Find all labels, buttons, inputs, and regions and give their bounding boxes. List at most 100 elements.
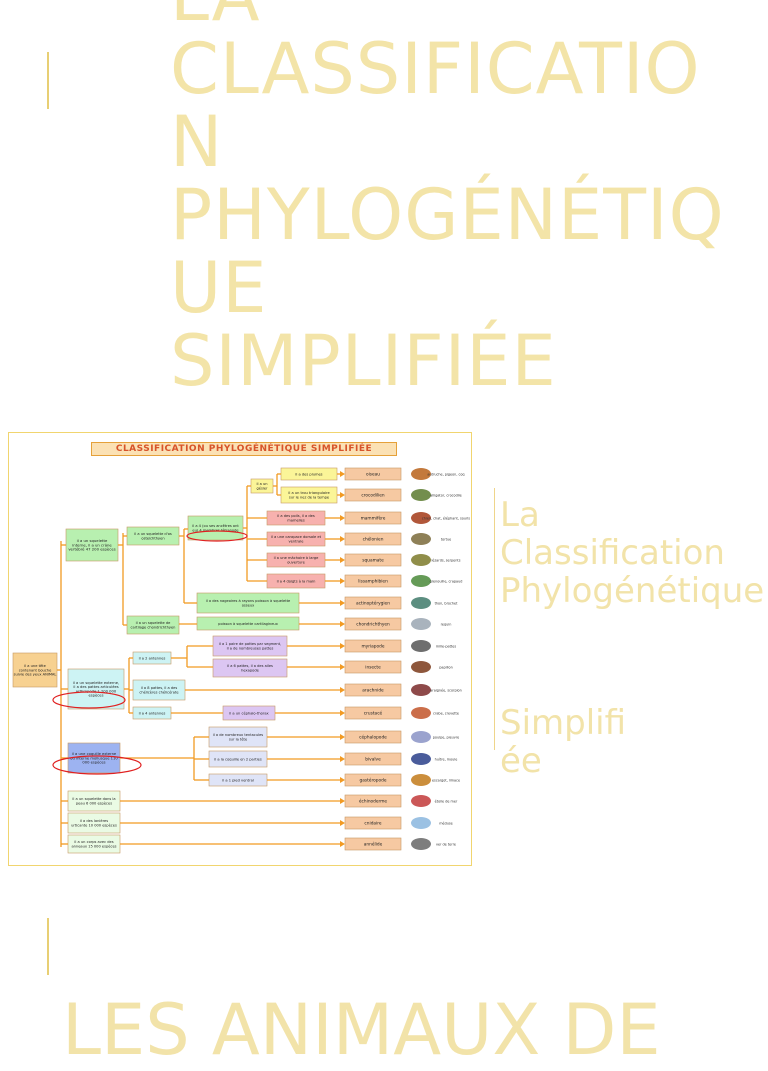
group-cnidaires-label: il a des lanières — [80, 819, 108, 823]
class-box-label: crocodilien — [361, 493, 385, 499]
animal-icon — [411, 468, 431, 480]
subgroup-ailes-label: hexapode — [241, 668, 260, 672]
animal-icon — [411, 707, 431, 719]
group-mollusques — [67, 742, 121, 774]
root-box-label: suivie des yeux ANIMAL — [14, 672, 57, 676]
class-example: chien, chat, éléphant, souris — [422, 517, 470, 521]
class-example: huître, moule — [435, 758, 458, 762]
class-example: thon, brochet — [435, 602, 459, 606]
class-box-label: insecte — [365, 665, 381, 671]
class-box-label: cnidaire — [364, 821, 382, 827]
subgroup-trou-label: il a un trou triangulaire — [288, 491, 330, 495]
class-example: ver de terre — [436, 843, 456, 847]
subgroup-tentacules-label: sur la tête — [229, 737, 248, 741]
subgroup-pattes1-label: il a 1 paire de pattes par segment, — [219, 642, 281, 646]
animal-icon — [411, 512, 431, 524]
animal-icon — [411, 817, 431, 829]
subgroup-gesier-label: gésier — [256, 486, 268, 490]
subgroup-trou-label: sur le nez de la tempe — [289, 495, 330, 499]
animal-icon — [411, 618, 431, 630]
tree-arrowhead — [340, 664, 345, 670]
group-annelides-label: il a un corps avec des — [74, 840, 113, 844]
subgroup-chondrichthyen-label: cartilage chondrichthyen — [131, 625, 176, 629]
subgroup-mue-label: ouverture — [287, 560, 305, 564]
subgroup-cephalothorax-label: il a un céphalo-thorax — [229, 711, 269, 715]
tree-arrowhead — [340, 471, 345, 477]
class-box-label: gastéropode — [360, 777, 387, 784]
subgroup-chelicerates-label: chélicères chélicérate — [139, 690, 179, 694]
class-example: alligator, crocodile — [430, 494, 461, 498]
class-example: requin — [441, 623, 452, 627]
bottom-accent-bar — [47, 918, 49, 975]
class-example: papillon — [439, 666, 452, 670]
animal-icon — [411, 554, 431, 566]
subgroup-gesier-label: il a un — [256, 482, 267, 486]
tree-arrowhead — [340, 515, 345, 521]
tree-arrowhead — [340, 557, 345, 563]
tree-arrowhead — [340, 820, 345, 826]
subgroup-osteichthyen-label: il a un squelette d'os — [134, 532, 172, 536]
subgroup-carapace-label: ventrale — [289, 539, 305, 543]
class-example: poulpe, pieuvre — [433, 736, 459, 740]
subgroup-poils-label: mamelles — [287, 518, 305, 522]
highlight-mollusque — [52, 755, 142, 775]
bottom-title: LES ANIMAUX DE — [62, 989, 661, 1071]
class-box-label: squamate — [362, 558, 384, 564]
class-box-label: céphalopode — [359, 734, 387, 741]
tree-arrowhead — [340, 600, 345, 606]
subgroup-antennes4-label: il a 4 antennes — [139, 711, 166, 715]
subgroup-tetrapode-label: eu) 4 membres tétrapode — [192, 528, 239, 532]
subgroup-tetrapode-label: il a 4 (ou ses ancêtres ont — [192, 524, 239, 528]
class-box-label: lissamphibien — [358, 579, 388, 585]
highlight-tetrapode — [186, 530, 248, 542]
group-arthropodes — [67, 668, 125, 710]
group-arthropodes-label: il a un squelette externe, — [73, 681, 119, 685]
animal-icon — [411, 575, 431, 587]
subgroup-osteichthyen-label: osteichthyen — [141, 536, 164, 540]
root-box-label: il a une tête — [24, 664, 46, 668]
root-box-label: contenant bouche — [19, 668, 52, 672]
subgroup-tentacules-label: il a de nombreux tentacules — [213, 733, 264, 737]
side-heading-top: La Classification Phylogénétique — [500, 496, 765, 610]
class-example: tortue — [441, 538, 451, 542]
tree-arrowhead — [340, 536, 345, 542]
class-box-label: bivalve — [365, 757, 381, 763]
class-box-label: crustacé — [364, 710, 383, 717]
group-vertebres — [65, 528, 119, 562]
subgroup-cartilag-label: poisson à squelette cartilagineux — [218, 622, 279, 626]
group-mollusques-label: 000 espèces — [82, 761, 105, 765]
group-vertebres-label: interne, il a un crâne — [72, 542, 112, 547]
subgroup-doigts-label: il a 4 doigts à la main — [277, 579, 316, 583]
tree-arrowhead — [340, 710, 345, 716]
group-cnidaires-label: urticante 10 000 espèces — [71, 823, 117, 827]
group-vertebres-label: vertébré 47 200 espèces — [68, 547, 115, 552]
tree-arrowhead — [340, 621, 345, 627]
class-box-label: chondrichthyen — [356, 622, 390, 628]
tree-arrowhead — [340, 578, 345, 584]
slide-title: LA CLASSIFICATIO N PHYLOGÉNÉTIQ UE SIMPL… — [170, 0, 725, 402]
group-arthropodes-label: arthropode 1 200 000 — [76, 689, 117, 693]
animal-icon — [411, 684, 431, 696]
subgroup-ailes-label: il a 6 pattes, il a des ailes — [227, 664, 273, 668]
animal-icon — [411, 661, 431, 673]
tree-arrowhead — [340, 492, 345, 498]
class-example: étoile de mer — [435, 800, 458, 804]
class-example: lézards, serpents — [431, 559, 460, 563]
subgroup-nageoires-label: osseux — [242, 603, 255, 607]
class-example: mille-pattes — [436, 645, 456, 649]
animal-icon — [411, 597, 431, 609]
animal-icon — [411, 489, 431, 501]
subgroup-chelicerates-label: il a 8 pattes, il a des — [141, 686, 178, 690]
figure-title: CLASSIFICATION PHYLOGÉNÉTIQUE SIMPLIFIÉE — [91, 442, 397, 456]
animal-icon — [411, 774, 431, 786]
subgroup-carapace-label: il a une carapace dorsale et — [271, 535, 322, 539]
class-example: méduse — [439, 822, 453, 826]
tree-arrowhead — [340, 687, 345, 693]
group-echino-label: peau 6 000 espèces — [76, 801, 112, 805]
subgroup-piedventral-label: il a 1 pied ventral — [222, 778, 254, 782]
subgroup-chondrichthyen-label: il a un squelette de — [136, 621, 171, 625]
class-example: araignée, scorpion — [430, 689, 462, 693]
class-example: escargot, limace — [432, 779, 460, 783]
group-annelides-label: anneaux 15 000 espèces — [71, 844, 116, 848]
group-mollusques-label: ou interne mollusque 110 — [70, 756, 118, 760]
